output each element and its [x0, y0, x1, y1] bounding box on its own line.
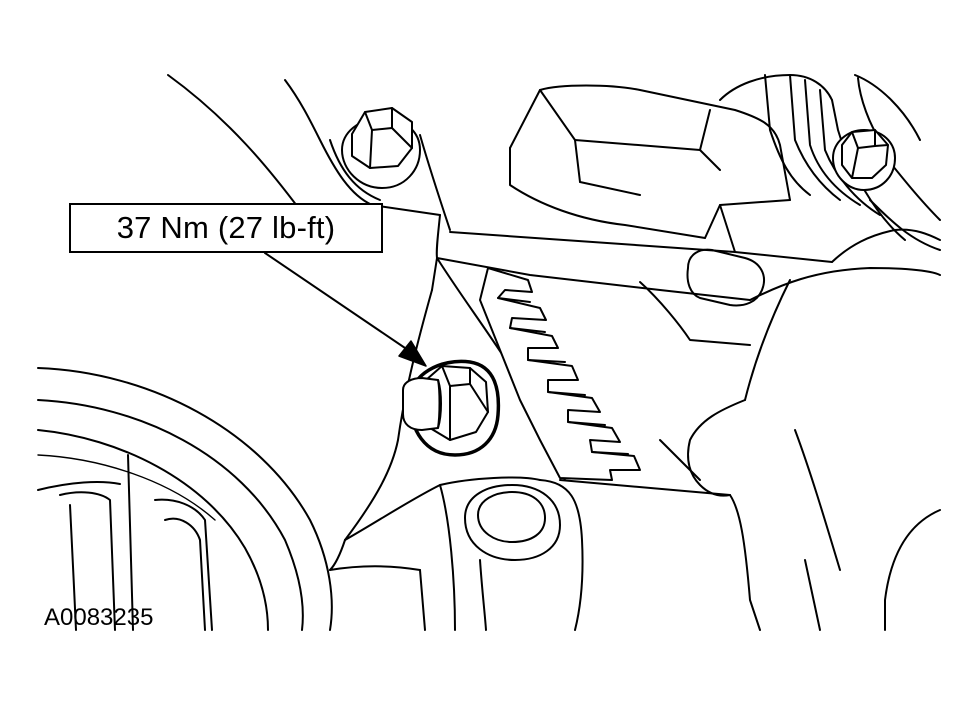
- upper-right-block: [509, 84, 791, 253]
- mounting-bolt-right: [832, 129, 896, 191]
- leader-line: [264, 252, 427, 367]
- upper-right-fittings: [719, 74, 941, 263]
- plug-bolt: [402, 359, 501, 457]
- right-housing-outline: [559, 267, 941, 631]
- flywheel-housing: [37, 367, 333, 631]
- torque-spec-label: 37 Nm (27 lb-ft): [116, 210, 336, 245]
- bushing: [439, 479, 584, 631]
- figure-id-label: A0083235: [44, 604, 154, 631]
- upper-housing-outline: [167, 74, 441, 216]
- torque-callout-box: 37 Nm (27 lb-ft): [69, 203, 383, 253]
- rack-teeth: [436, 257, 701, 481]
- mounting-bolt-left: [341, 107, 421, 189]
- housing-slot: [639, 248, 765, 346]
